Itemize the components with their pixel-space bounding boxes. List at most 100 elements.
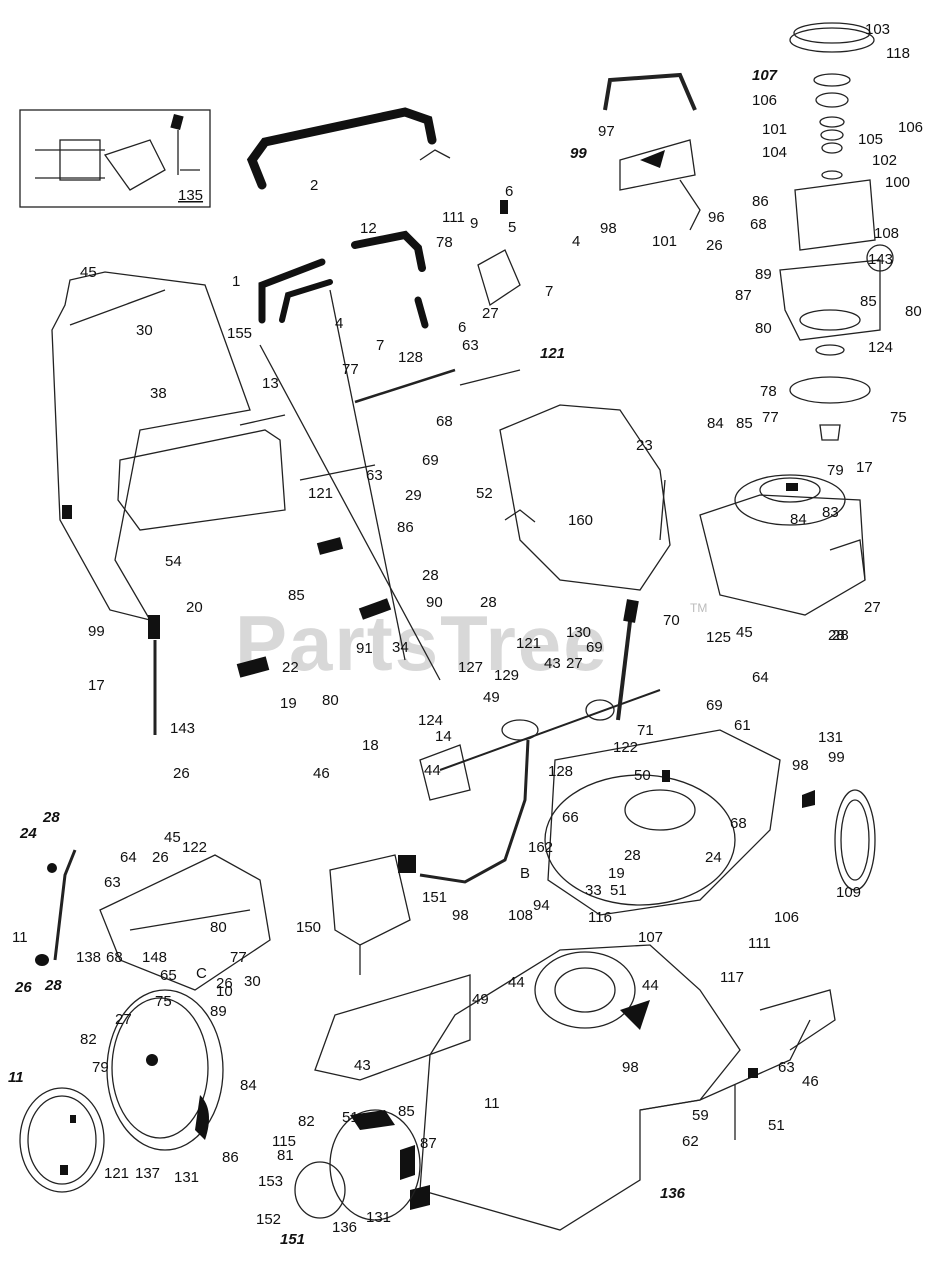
callout: 84 [790, 511, 807, 528]
callout: 49 [483, 689, 500, 706]
callout: 98 [792, 757, 809, 774]
callout: 152 [256, 1211, 281, 1228]
trademark: TM [690, 601, 707, 615]
deck-plate [314, 974, 471, 1081]
callout: 85 [860, 293, 877, 310]
callout: 106 [774, 909, 799, 926]
callout: 151 [280, 1231, 305, 1248]
callout: 26 [216, 975, 233, 992]
callout: 68 [750, 216, 767, 233]
callout: 29 [405, 487, 422, 504]
callout: 65 [160, 967, 177, 984]
callout: 46 [802, 1073, 819, 1090]
frame-rods [148, 289, 521, 735]
callout: 7 [545, 283, 553, 300]
callout: 101 [762, 121, 787, 138]
engine [699, 474, 866, 616]
callout: 111 [442, 209, 465, 226]
callout: 2 [310, 177, 318, 194]
callout: 33 [585, 882, 602, 899]
callout: 30 [244, 973, 261, 990]
callout: 27 [566, 655, 583, 672]
callout: 77 [342, 361, 359, 378]
callout: 130 [566, 624, 591, 641]
deck-housing [410, 944, 836, 1231]
callout: 148 [142, 949, 167, 966]
callout: 116 [588, 909, 612, 926]
callout: 97 [598, 123, 615, 140]
callout: 14 [435, 728, 452, 745]
callout: 91 [356, 640, 373, 657]
callout: 6 [458, 319, 466, 336]
callout: 27 [115, 1011, 132, 1028]
callout: 136 [332, 1219, 357, 1236]
callout: 12 [360, 220, 377, 237]
callout: 51 [342, 1109, 359, 1126]
callout: 117 [720, 969, 744, 986]
callout: 27 [482, 305, 499, 322]
callout: 94 [533, 897, 550, 914]
callout: 44 [508, 974, 525, 991]
hubcap [19, 1087, 105, 1193]
handle-controls [603, 72, 701, 231]
callout: 96 [708, 209, 725, 226]
callout: 4 [572, 233, 580, 250]
callout: 151 [422, 889, 447, 906]
callout: 50 [634, 767, 651, 784]
callout: 28 [480, 594, 497, 611]
callout: 85 [736, 415, 753, 432]
left-linkage [35, 849, 77, 966]
grass-bag [51, 271, 286, 622]
callout: 89 [755, 266, 772, 283]
callout: 109 [836, 884, 861, 901]
callout: 43 [544, 655, 561, 672]
callout: 68 [730, 815, 747, 832]
callout: 45 [736, 624, 753, 641]
bolts [734, 1068, 758, 1140]
callout: 49 [472, 991, 489, 1008]
callout: 27 [864, 599, 881, 616]
callout: 108 [508, 907, 533, 924]
callout: 68 [436, 413, 453, 430]
bracket [419, 149, 521, 307]
callout: 79 [92, 1059, 109, 1076]
callout: 84 [707, 415, 724, 432]
callout: 98 [622, 1059, 639, 1076]
callout: 121 [540, 345, 565, 362]
callout: 79 [827, 462, 844, 479]
callout: 28 [422, 567, 439, 584]
callout: 52 [476, 485, 493, 502]
callout: 51 [768, 1117, 785, 1134]
callout: 28 [42, 809, 60, 826]
callout: 26 [173, 765, 190, 782]
callout: 1 [232, 273, 240, 290]
callout: 77 [762, 409, 779, 426]
callout: 63 [778, 1059, 795, 1076]
callout: 80 [322, 692, 339, 709]
callout: 70 [663, 612, 680, 629]
callout: 17 [88, 677, 105, 694]
callout: 82 [80, 1031, 97, 1048]
callout: 66 [562, 809, 579, 826]
callout: 160 [568, 512, 593, 529]
callout: 63 [366, 467, 383, 484]
callout: 108 [874, 225, 899, 242]
callout: 20 [186, 599, 203, 616]
callout: 69 [706, 697, 723, 714]
callout: 44 [642, 977, 659, 994]
callout: 19 [608, 865, 625, 882]
callout: 138 [76, 949, 101, 966]
callout: 9 [470, 215, 478, 232]
shift-lever [616, 599, 639, 721]
callout: 18 [362, 737, 379, 754]
callout: 122 [613, 739, 638, 756]
callout: 78 [760, 383, 777, 400]
callout: 131 [174, 1169, 199, 1186]
callout: 87 [420, 1135, 437, 1152]
callout: 128 [398, 349, 423, 366]
callout: 63 [462, 337, 479, 354]
callout: 80 [755, 320, 772, 337]
rear-wheel-bottom [294, 1109, 421, 1221]
callout: 111 [748, 935, 771, 952]
callout: 121 [308, 485, 333, 502]
